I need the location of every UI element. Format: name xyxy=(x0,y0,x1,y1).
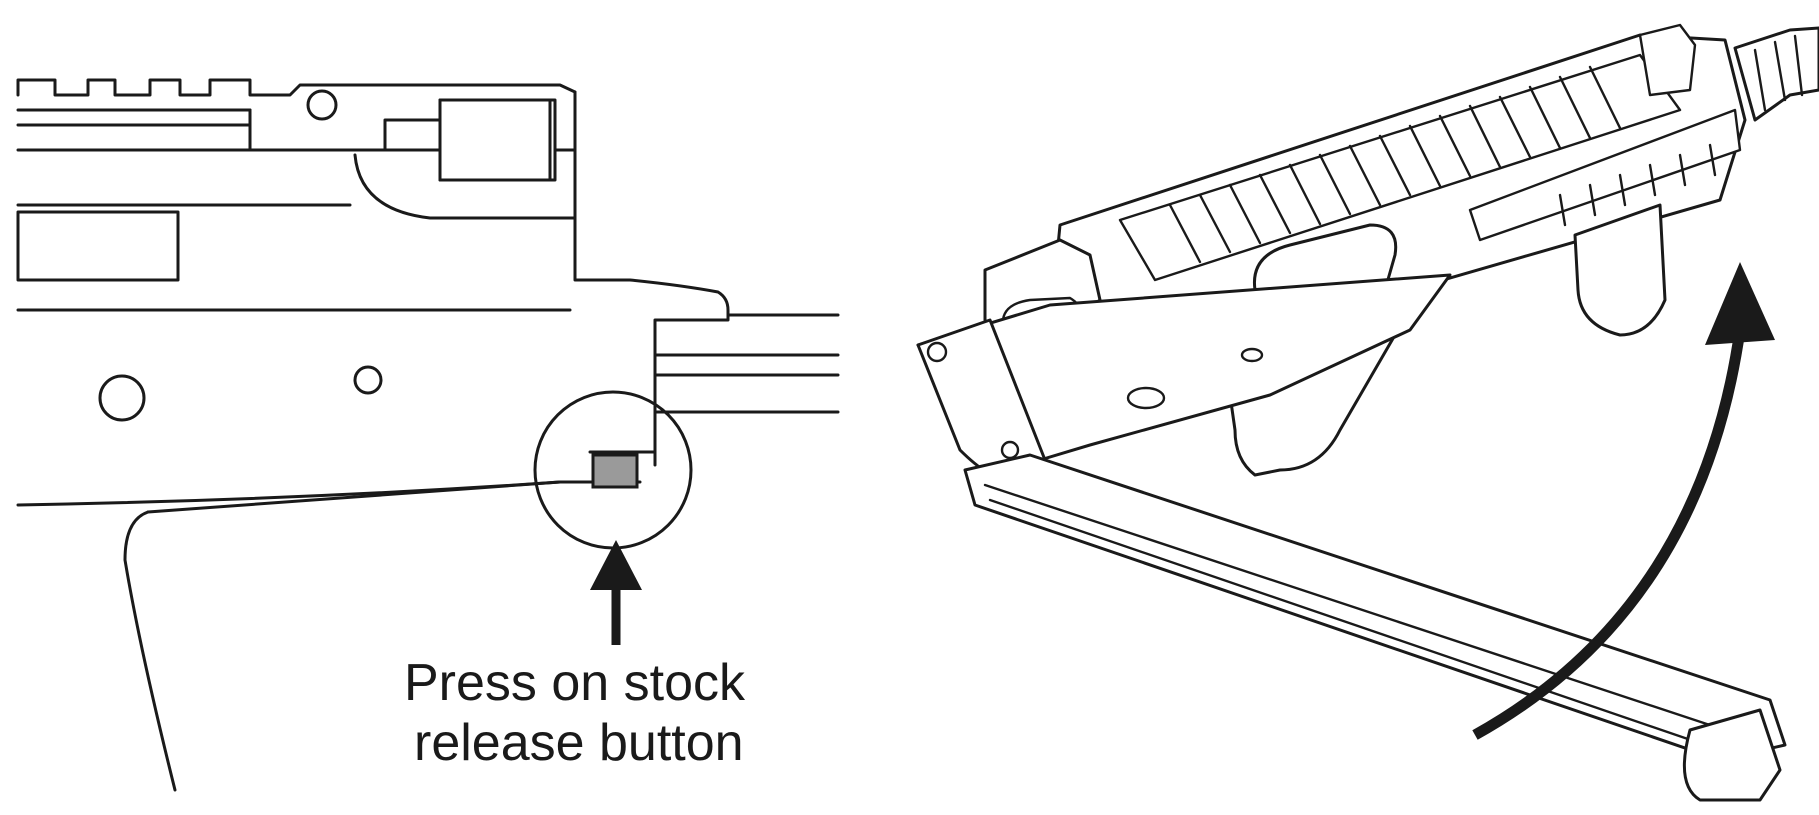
butt-pad xyxy=(1682,708,1782,802)
stock-release-button xyxy=(591,453,639,489)
pistol-grip xyxy=(1228,333,1397,477)
fold-arrow-head xyxy=(1705,262,1775,345)
folding-stock xyxy=(963,453,1787,762)
barrel xyxy=(1733,26,1819,122)
callout-line-2: release button xyxy=(414,714,744,772)
fold-arrow xyxy=(1472,329,1746,740)
pointer-arrow-head xyxy=(590,540,642,590)
magazine xyxy=(1573,203,1667,337)
rail-slots xyxy=(1168,65,1622,264)
callout-line-1: Press on stock xyxy=(404,654,746,712)
top-rail xyxy=(16,78,577,112)
rifle-folding-view xyxy=(916,23,1819,802)
receiver-closeup xyxy=(16,78,840,792)
